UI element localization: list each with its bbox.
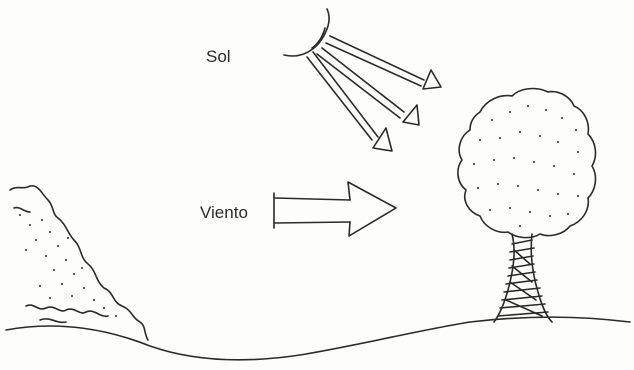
wind-arrow-icon (274, 182, 396, 236)
tree-icon (458, 89, 596, 322)
ground-line (6, 317, 630, 360)
wind-label: Viento (200, 203, 248, 223)
tree-texture (473, 105, 579, 227)
shrub-texture (19, 214, 117, 317)
sun-ray-arrow-icon (307, 36, 441, 151)
sun-label: Sol (206, 47, 231, 67)
shrub-icon (10, 186, 148, 340)
